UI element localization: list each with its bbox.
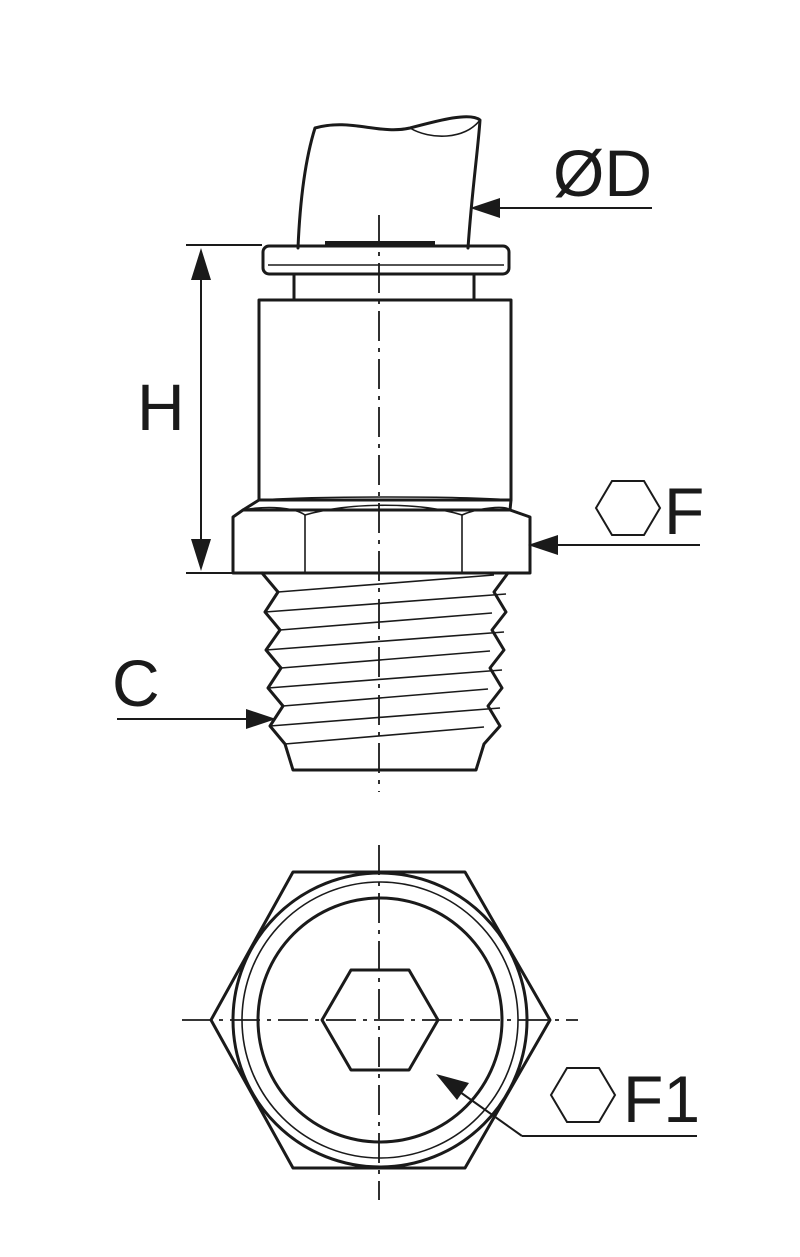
hex-nut [231,508,532,575]
inner-hex-symbol-icon [549,1067,617,1123]
dim-h-arrow-top [191,248,211,280]
dim-f1-arrow [436,1074,469,1100]
label-diameter: ØD [553,136,652,210]
side-view: ØD H F C [112,115,704,792]
dim-f1-leader [459,1091,523,1137]
hex-chamfer [241,498,513,512]
hex-top-band [258,496,512,501]
outer-hex [209,870,552,1170]
label-hex: F [664,474,704,548]
hex-face-curves [242,504,511,516]
tube-end [409,119,481,137]
label-height: H [137,370,185,444]
bottom-view: F1 [182,845,700,1200]
label-thread: C [112,646,160,720]
label-inner-hex: F1 [623,1062,700,1136]
thread-outline [260,571,510,772]
dim-c-arrow [246,709,276,729]
body [257,298,513,502]
collet-ring [261,244,511,276]
hex-symbol-icon [594,480,662,536]
dim-h-arrow-bottom [191,539,211,571]
neck [292,272,476,302]
dim-d-arrow [470,198,500,218]
collet-top [325,241,435,247]
tube [296,115,482,250]
thread-lines [264,574,507,745]
dim-f-arrow [528,535,558,555]
